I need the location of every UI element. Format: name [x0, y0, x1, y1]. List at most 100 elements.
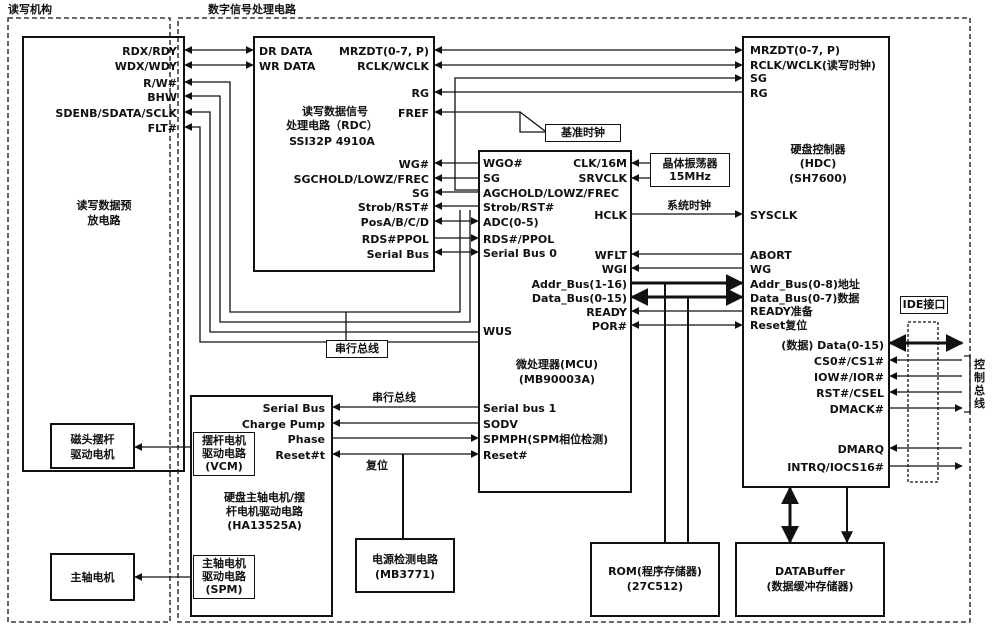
serial-bus-label-2: 串行总线 [372, 391, 416, 404]
mcu-pin-r8: POR# [591, 320, 627, 333]
preamp-pin-1: WDX/WDY [114, 60, 177, 73]
buffer-title: DATABuffer [775, 565, 845, 578]
spm-driver-box: 主轴电机 驱动电路 (SPM) [193, 555, 255, 599]
driver-pin-0: Serial Bus [262, 402, 325, 415]
rdc-pin-6: SG [412, 187, 429, 200]
hdc-pin-l10: Reset复位 [750, 319, 808, 332]
hdc-pin-r1: CS0#/CS1# [813, 355, 884, 368]
hdc-box: MRZDT(0-7, P) RCLK/WCLK(读写时钟) SG RG SYSC… [742, 36, 890, 488]
hdc-title-2: (HDC) [799, 157, 837, 170]
mcu-pin-r2: HCLK [594, 209, 627, 222]
sys-clock-label: 系统时钟 [667, 199, 711, 212]
rdc-part: SSI32P 4910A [289, 135, 375, 148]
serial-bus-callout: 串行总线 [326, 340, 388, 358]
vcm-driver-box: 摆杆电机 驱动电路 (VCM) [193, 432, 255, 476]
driver-pin-1: Charge Pump [241, 418, 325, 431]
control-bus-label: 控制总线 [974, 358, 985, 410]
hdc-pin-l3: RG [750, 87, 768, 100]
driver-pin-3: Reset#t [275, 449, 325, 462]
mcu-pin-l10: SPMPH(SPM相位检测) [483, 433, 609, 446]
preamp-box: RDX/RDY WDX/WDY R/W# BHW SDENB/SDATA/SCL… [22, 36, 185, 472]
mcu-pin-l11: Reset# [483, 449, 528, 462]
mcu-pin-l6: Serial Bus 0 [483, 247, 557, 260]
mcu-pin-l4: ADC(0-5) [483, 216, 539, 229]
hdc-title-1: 硬盘控制器 [790, 143, 846, 156]
vcm-line2: 驱动电路 [202, 447, 246, 460]
mcu-pin-l2: AGCHOLD/LOWZ/FREC [483, 187, 619, 200]
rdc-title-2: 处理电路（RDC） [286, 119, 378, 132]
hdc-pin-l6: WG [750, 263, 772, 276]
rdc-pin-0: MRZDT(0-7, P) [338, 45, 429, 58]
rdc-pin-10: Serial Bus [366, 248, 429, 261]
spm-line2: 驱动电路 [202, 570, 246, 583]
rdc-pin-9: RDS#PPOL [361, 233, 429, 246]
rom-title: ROM(程序存储器) [608, 565, 702, 578]
mcu-pin-l5: RDS#/PPOL [483, 233, 555, 246]
mcu-pin-r6: Data_Bus(0-15) [531, 292, 627, 305]
mcu-title: 微处理器(MCU) [515, 358, 598, 371]
hdc-pin-l9: READY准备 [750, 305, 813, 318]
buffer-part: (数据缓冲存储器) [766, 580, 854, 593]
ide-label: IDE接口 [900, 296, 948, 314]
crystal-line1: 晶体振荡器 [662, 157, 718, 170]
vcm-line3: (VCM) [205, 460, 243, 473]
hdc-pin-r0: (数据) Data(0-15) [781, 339, 884, 352]
rdc-pin-8: PosA/B/C/D [360, 216, 429, 229]
mcu-pin-l0: WGO# [483, 157, 523, 170]
dsp-region-border [177, 17, 971, 623]
hdc-pin-r5: DMARQ [837, 443, 884, 456]
rw-mechanism-label: 读写机构 [8, 3, 52, 16]
driver-title-1: 硬盘主轴电机/摆 [223, 491, 306, 504]
mcu-pin-r1: SRVCLK [578, 172, 627, 185]
hdc-pin-l2: SG [750, 72, 767, 85]
mcu-pin-l9: SODV [483, 418, 518, 431]
rdc-pin-2: RG [411, 87, 430, 100]
hdc-pin-l7: Addr_Bus(0-8)地址 [750, 278, 860, 291]
driver-pin-2: Phase [287, 433, 325, 446]
preamp-title: 读写数据预放电路 [76, 199, 132, 227]
rdc-pin-dr-data: DR DATA [259, 45, 313, 58]
dsp-label: 数字信号处理电路 [208, 3, 296, 16]
spindle-motor-box: 主轴电机 [50, 553, 135, 601]
ref-clock-callout: 基准时钟 [545, 124, 621, 142]
rdc-title-1: 读写数据信号 [302, 105, 368, 118]
rdc-pin-3: FREF [397, 107, 429, 120]
crystal-line2: 15MHz [669, 170, 711, 183]
hdc-pin-r3: RST#/CSEL [816, 387, 884, 400]
hdc-pin-l8: Data_Bus(0-7)数据 [750, 292, 860, 305]
power-title: 电源检测电路 [372, 553, 438, 566]
rw-region-border [7, 17, 171, 623]
hdc-pin-r2: IOW#/IOR# [814, 371, 884, 384]
rdc-pin-5: SGCHOLD/LOWZ/FREC [293, 173, 429, 186]
mcu-box: WGO# SG AGCHOLD/LOWZ/FREC Strob/RST# ADC… [478, 150, 632, 493]
preamp-pin-0: RDX/RDY [122, 45, 177, 58]
rdc-pin-7: Strob/RST# [357, 201, 429, 214]
rdc-pin-1: RCLK/WCLK [357, 60, 429, 73]
crystal-box: 晶体振荡器 15MHz [650, 153, 730, 187]
driver-part: (HA13525A) [227, 519, 302, 532]
mcu-pin-l7: WUS [483, 325, 512, 338]
rdc-pin-wr-data: WR DATA [259, 60, 316, 73]
hdc-pin-l4: SYSCLK [750, 209, 798, 222]
vcm-motor-box: 磁头摆杆 驱动电机 [50, 423, 135, 469]
rom-box: ROM(程序存储器) (27C512) [590, 542, 720, 617]
driver-title-2: 杆电机驱动电路 [226, 505, 303, 518]
hdc-part: (SH7600) [789, 172, 847, 185]
mcu-pin-r3: WFLT [594, 249, 627, 262]
preamp-pin-3: BHW [147, 91, 177, 104]
mcu-pin-l8: Serial bus 1 [483, 402, 557, 415]
vcm-line1: 摆杆电机 [202, 434, 246, 447]
spm-line1: 主轴电机 [202, 557, 246, 570]
rdc-box: DR DATA WR DATA MRZDT(0-7, P) RCLK/WCLK … [253, 36, 435, 272]
driver-box: Serial Bus Charge Pump Phase Reset#t 硬盘主… [190, 395, 333, 617]
rdc-pin-4: WG# [398, 158, 429, 171]
hdc-pin-r4: DMACK# [829, 403, 884, 416]
mcu-pin-r4: WGI [601, 263, 627, 276]
hdc-pin-l0: MRZDT(0-7, P) [750, 44, 841, 57]
mcu-part: (MB90003A) [518, 373, 596, 386]
vcm-motor-line1: 磁头摆杆 [70, 433, 115, 446]
mcu-pin-l3: Strob/RST# [483, 201, 555, 214]
reset-label: 复位 [366, 459, 388, 472]
preamp-pin-5: FLT# [147, 122, 177, 135]
